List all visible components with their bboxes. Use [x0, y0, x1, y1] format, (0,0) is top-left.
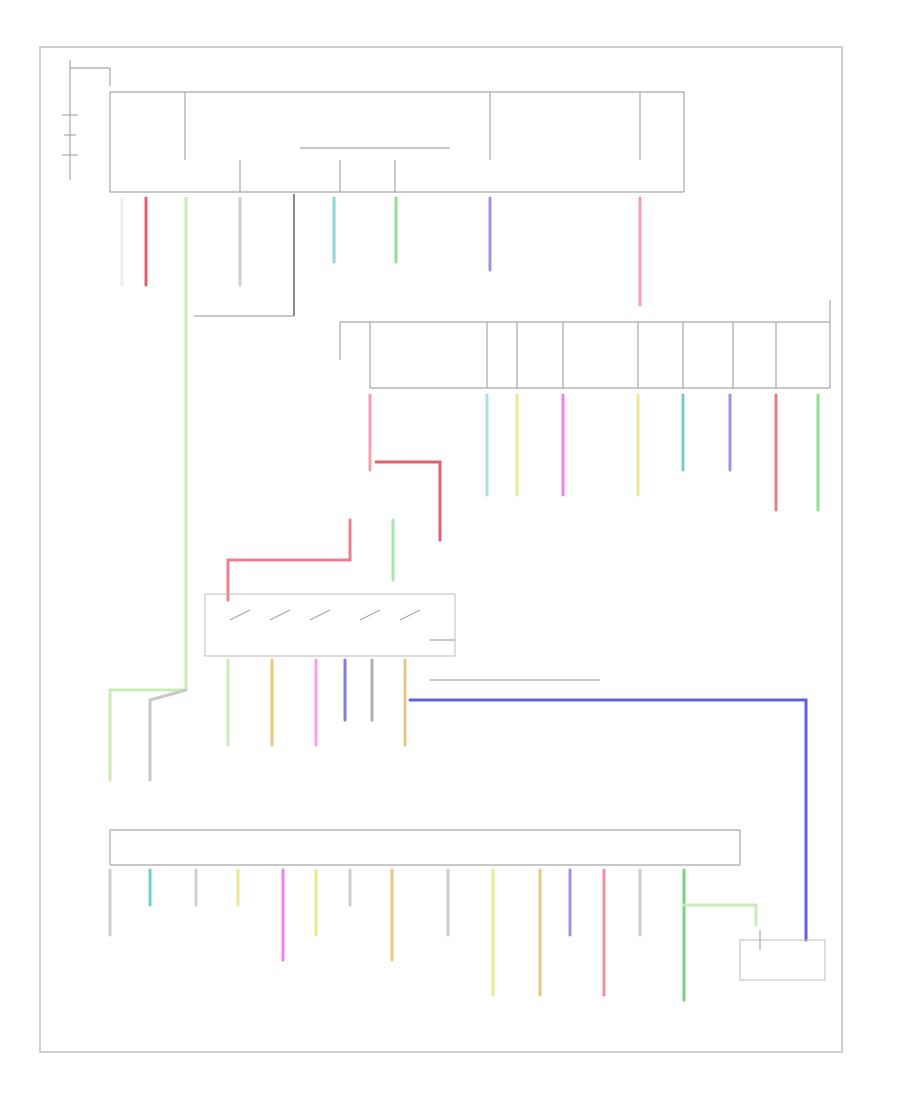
switch-box — [204, 593, 456, 657]
bottom-fuse-block — [109, 829, 741, 866]
bottom-right-connector — [739, 930, 826, 981]
wire-red-2 — [374, 460, 442, 542]
wire-lightgreen-4 — [682, 903, 758, 927]
diagram-frame — [39, 46, 843, 1053]
battery-fuse-block — [62, 60, 685, 317]
relay-bus-block — [339, 300, 831, 389]
wire-gray-4 — [148, 688, 188, 782]
wire-blue-main — [408, 698, 808, 942]
wire-lightgreen-3 — [108, 688, 188, 782]
wire-red-4 — [226, 518, 352, 602]
